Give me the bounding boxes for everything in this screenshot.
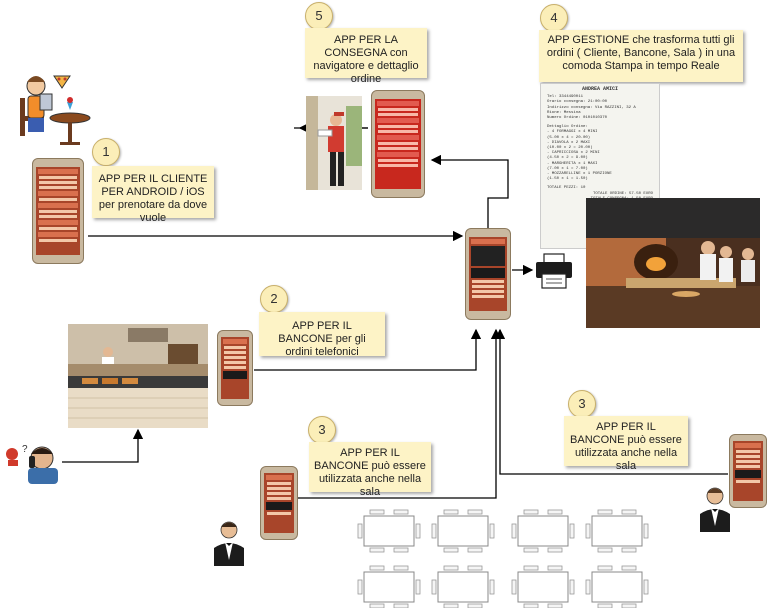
waiter-icon-right [696,486,734,532]
receipt-line: - DIAVOLA x 2 MAXI [547,140,591,145]
delivery-man-photo [306,96,362,190]
dining-table [357,565,421,608]
receipt-line: Orario consegna: 21:00:00 [547,100,608,105]
step-note-2: APP PER IL BANCONE per gli ordini telefo… [259,312,385,358]
dining-room-tables [350,500,660,608]
step-badge-4: 4 [540,4,568,32]
step-note-3-right: APP PER IL BANCONE può essere utilizzata… [564,416,688,472]
client-app-phone[interactable] [32,158,84,264]
tables-svg [357,509,649,608]
receipt-line: Tel: 3344490011 [547,95,584,100]
receipt-line: - CAPRICCIOSA x 2 MINI [547,151,600,156]
dining-table [511,509,575,553]
step-badge-1: 1 [92,138,120,166]
arrow-counter-to-management [254,328,482,371]
receipt-line: Indirizzo consegna: Via RAZZINI, 32 A [547,105,636,110]
arrow-sala-left-to-management [298,328,502,499]
dining-table [585,565,649,608]
arrow-caller-to-counter [35,428,144,463]
receipt-line: (1.50 x 1 = 1.50) [547,177,588,182]
step-note-5: APP PER LA CONSEGNA con navigatore e det… [305,28,427,85]
delivery-app-phone[interactable] [371,90,425,198]
step-badge-3-right: 3 [568,390,596,418]
step-note-4: APP GESTIONE che trasforma tutti gli ord… [539,30,743,82]
arrow-management-to-delivery [430,154,509,228]
counter-photo [68,324,208,428]
receipt-line: TOTALE ORDINE: 57.50 EURO [592,191,653,196]
receipt-line: (7.00 x 1 = 7.00) [547,166,588,171]
receipt-line: (5.00 x 4 = 20.00) [547,135,591,140]
svg-text:?: ? [22,444,28,455]
printer-icon [534,252,574,290]
dining-table [431,565,495,608]
waiter-icon-left [210,520,248,566]
kitchen-photo [586,198,760,328]
arrow-sala-right-to-management [494,328,728,475]
receipt-line: Rione: Messina [547,110,581,115]
dining-table [357,509,421,553]
receipt-line: - MOZZARELLINE x 1 PORZIONE [547,172,612,177]
sala-app-phone-left[interactable] [260,466,298,540]
receipt-line: - MARGHERITA x 1 MAXI [547,161,598,166]
receipt-line: Dettaglio Ordine: [547,125,588,130]
receipt-line: (10.00 x 2 = 20.00) [547,146,593,151]
receipt-line: Numero Ordine: 0101010370 [547,116,608,121]
step-note-3-left: APP PER IL BANCONE può essere utilizzata… [309,442,431,498]
step-badge-2: 2 [260,285,288,313]
receipt-line: TOTALE PEZZI: 10 [547,186,586,191]
sala-app-phone-right[interactable] [729,434,767,508]
phone-caller-icon: ? [2,440,62,484]
receipt-line: - 4 FORMAGGI x 4 MINI [547,130,598,135]
customer-cafe-icon [14,70,92,148]
receipt-header: ANDREA AMICI [581,86,618,92]
dining-table [585,509,649,553]
dining-table [431,509,495,553]
step-badge-3-left: 3 [308,416,336,444]
dining-table [511,565,575,608]
management-app-phone[interactable] [465,228,511,320]
step-badge-5: 5 [305,2,333,30]
counter-app-phone[interactable] [217,330,253,406]
step-note-1: APP PER IL CLIENTE PER ANDROID / iOS per… [92,166,214,224]
receipt-line: (4.50 x 2 = 9.00) [547,156,588,161]
